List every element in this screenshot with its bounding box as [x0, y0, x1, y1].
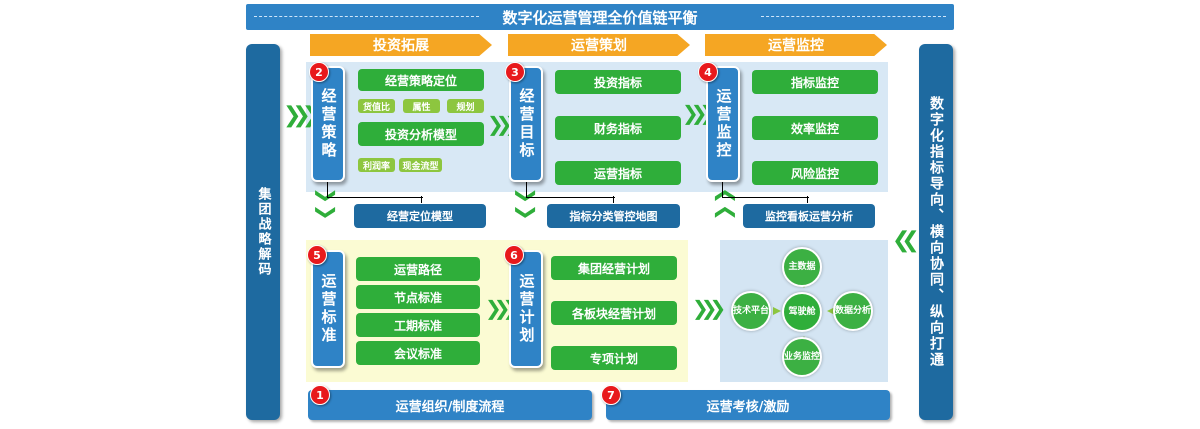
module-title-strategy: 经营策略	[311, 66, 345, 182]
bottom-bar-organization: 运营组织/制度流程	[308, 390, 592, 420]
standard-item: 会议标准	[356, 341, 480, 365]
cockpit-node-left: 技术平台	[731, 291, 771, 331]
arrow-icon	[773, 307, 781, 315]
middle-box: 经营定位模型	[354, 204, 486, 228]
connector-line	[807, 196, 809, 203]
connector-line	[327, 182, 423, 198]
plan-item: 各板块经营计划	[551, 301, 677, 325]
phase-header: 运营策划	[508, 34, 690, 56]
step-badge: 6	[504, 245, 524, 265]
chevron-right-icon: ❯❯❯	[485, 296, 519, 320]
title-dash-right	[761, 16, 946, 17]
chevron-right-icon: ❯❯❯	[283, 103, 320, 128]
step-badge: 3	[505, 62, 525, 82]
plan-item: 集团经营计划	[551, 256, 677, 280]
monitor-item: 风险监控	[752, 161, 878, 185]
title-bar: 数字化运营管理全价值链平衡	[246, 4, 954, 30]
target-item: 财务指标	[555, 116, 681, 140]
strategy-tag: 现金流型	[399, 158, 442, 172]
right-side-bar: 数字化指标导向、横向协同、纵向打通	[919, 44, 953, 420]
connector-line	[421, 196, 423, 203]
left-side-bar: 集团战略解码	[246, 44, 280, 420]
monitor-item: 指标监控	[752, 70, 878, 94]
strategy-item: 投资分析模型	[358, 122, 484, 146]
cockpit-node-right: 数据分析	[833, 291, 873, 331]
module-title-plans: 运营计划	[509, 250, 543, 368]
cockpit-node-bottom: 业务监控	[782, 337, 822, 377]
chevron-left-icon: ❮❮	[892, 228, 920, 253]
plan-item: 专项计划	[551, 346, 677, 370]
standard-item: 运营路径	[356, 257, 480, 281]
connector-line	[722, 182, 809, 198]
strategy-tag: 货值比	[358, 99, 395, 113]
target-item: 投资指标	[555, 70, 681, 94]
strategy-tag: 属性	[403, 99, 440, 113]
target-item: 运营指标	[555, 161, 681, 185]
connector-line	[526, 182, 615, 198]
module-title-targets: 经营目标	[509, 66, 543, 182]
strategy-tag: 规划	[447, 99, 484, 113]
phase-header: 投资拓展	[310, 34, 492, 56]
chevron-right-icon: ❯❯❯	[692, 296, 726, 320]
cockpit-node-center: 驾驶舱	[782, 292, 822, 332]
step-badge: 2	[309, 62, 329, 82]
step-badge: 1	[310, 385, 330, 405]
step-badge: 5	[307, 245, 327, 265]
title-dash-left	[254, 16, 479, 17]
bottom-bar-assessment: 运营考核/激励	[606, 390, 890, 420]
strategy-tag: 利润率	[358, 158, 395, 172]
chevron-right-icon: ❯❯❯	[682, 101, 716, 125]
strategy-item: 经营策略定位	[358, 69, 484, 91]
connector-line	[613, 196, 615, 203]
middle-box: 指标分类管控地图	[547, 204, 680, 228]
module-title-standards: 运营标准	[311, 250, 345, 368]
step-badge: 7	[601, 385, 621, 405]
step-badge: 4	[698, 62, 718, 82]
diagram-title: 数字化运营管理全价值链平衡	[502, 8, 698, 27]
middle-box: 监控看板运营分析	[743, 204, 875, 228]
monitor-item: 效率监控	[752, 116, 878, 140]
cockpit-node-top: 主数据	[782, 247, 822, 287]
standard-item: 节点标准	[356, 285, 480, 309]
phase-header: 运营监控	[705, 34, 887, 56]
module-title-monitoring: 运营监控	[706, 66, 740, 182]
standard-item: 工期标准	[356, 313, 480, 337]
